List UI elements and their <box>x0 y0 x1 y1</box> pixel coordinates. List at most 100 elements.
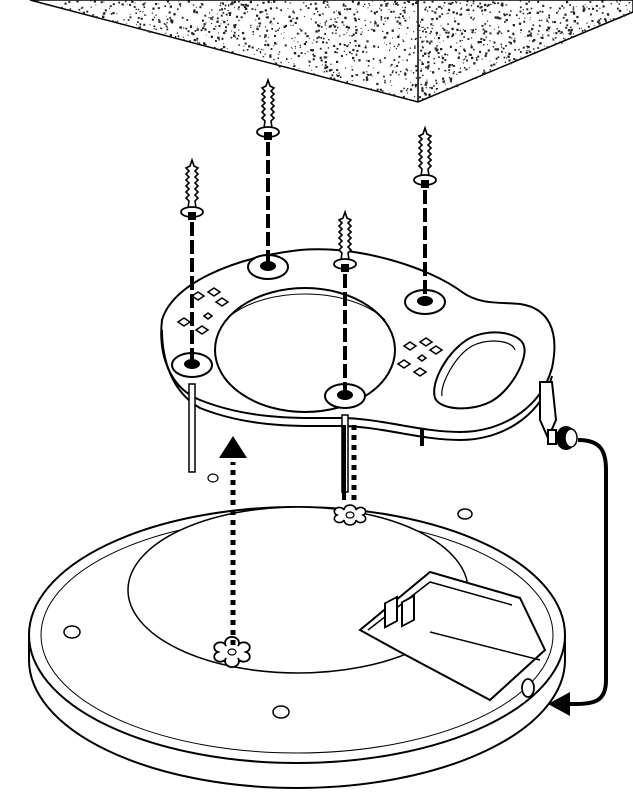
ceiling-speckle <box>220 5 222 7</box>
ceiling-speckle <box>328 6 329 7</box>
ceiling-speckle <box>320 37 322 39</box>
ceiling-speckle <box>550 27 551 28</box>
ceiling-speckle <box>332 32 334 34</box>
ceiling-speckle <box>552 21 554 23</box>
ceiling-speckle <box>407 70 408 71</box>
ceiling-speckle <box>465 70 466 71</box>
ceiling-speckle <box>94 0 96 2</box>
ceiling-speckle <box>404 20 405 21</box>
ceiling-speckle <box>443 80 445 82</box>
ceiling-speckle <box>447 30 448 31</box>
ceiling-speckle <box>471 45 472 46</box>
ceiling-speckle <box>402 7 403 8</box>
ceiling-speckle <box>463 63 464 64</box>
ceiling-speckle <box>485 31 487 33</box>
ceiling-speckle <box>424 28 426 30</box>
ceiling-speckle <box>566 1 568 3</box>
ceiling-speckle <box>432 71 434 73</box>
ceiling-speckle <box>357 3 359 5</box>
ceiling-speckle <box>83 12 85 14</box>
ceiling-speckle <box>426 40 428 42</box>
ceiling-speckle <box>425 82 427 84</box>
ceiling-speckle <box>444 5 445 6</box>
ceiling-speckle <box>467 0 469 2</box>
ceiling-speckle <box>585 4 586 5</box>
ceiling-speckle <box>484 4 486 6</box>
ceiling-speckle <box>297 33 299 35</box>
ceiling-speckle <box>473 3 474 4</box>
ceiling-speckle <box>103 13 105 15</box>
ceiling-speckle <box>123 19 124 20</box>
ceiling-speckle <box>481 6 483 8</box>
ceiling-speckle <box>451 28 453 30</box>
ceiling-speckle <box>506 14 508 16</box>
ceiling-speckle <box>266 30 268 32</box>
ceiling-speckle <box>328 39 329 40</box>
ceiling-speckle <box>241 16 243 18</box>
ceiling-speckle <box>356 9 357 10</box>
ceiling-speckle <box>510 10 512 12</box>
ceiling-speckle <box>520 29 522 31</box>
ceiling-speckle <box>318 30 320 32</box>
ceiling-speckle <box>260 53 261 54</box>
ceiling-speckle <box>582 6 584 8</box>
ceiling-speckle <box>170 6 172 8</box>
ceiling-speckle <box>561 5 563 7</box>
ceiling-speckle <box>195 30 197 32</box>
ceiling-speckle <box>226 14 228 16</box>
ceiling-speckle <box>123 5 124 6</box>
ceiling-speckle <box>113 3 115 5</box>
ceiling-speckle <box>478 41 480 43</box>
ceiling-speckle <box>351 53 352 54</box>
ceiling-speckle <box>248 45 250 47</box>
ceiling-speckle <box>373 29 375 31</box>
ceiling-speckle <box>273 45 274 46</box>
ceiling-speckle <box>493 46 495 48</box>
ceiling-speckle <box>295 46 296 47</box>
ceiling-speckle <box>494 42 496 44</box>
ceiling-speckle <box>299 33 300 34</box>
ceiling-speckle <box>480 38 482 40</box>
ceiling-speckle <box>539 11 541 13</box>
ceiling-speckle <box>322 13 324 15</box>
ceiling-speckle <box>415 86 416 87</box>
ceiling-speckle <box>263 49 264 50</box>
ceiling-speckle <box>548 22 549 23</box>
ceiling-speckle <box>211 23 212 24</box>
ceiling-speckle <box>167 0 169 2</box>
ceiling-speckle <box>333 24 335 26</box>
ceiling-speckle <box>167 27 168 28</box>
ceiling-speckle <box>335 21 336 22</box>
ceiling-speckle <box>469 14 470 15</box>
ceiling-speckle <box>242 32 244 34</box>
ceiling-speckle <box>548 15 550 17</box>
base-hole <box>458 509 472 519</box>
ceiling-speckle <box>501 51 503 53</box>
ceiling-speckle <box>290 25 291 26</box>
ceiling-speckle <box>460 35 461 36</box>
ceiling-speckle <box>340 76 342 78</box>
ceiling-speckle <box>377 25 379 27</box>
ceiling-speckle <box>497 3 499 5</box>
ceiling-speckle <box>259 25 261 27</box>
ceiling-speckle <box>215 26 216 27</box>
ceiling-speckle <box>376 11 378 13</box>
ceiling-speckle <box>318 32 319 33</box>
ceiling-speckle <box>330 77 332 79</box>
ceiling-speckle <box>439 15 441 17</box>
ceiling-speckle <box>537 12 539 14</box>
ceiling-speckle <box>436 83 438 85</box>
ceiling-speckle <box>368 60 370 62</box>
ceiling-speckle <box>471 29 472 30</box>
ceiling-speckle <box>513 24 515 26</box>
ceiling-speckle <box>437 88 438 89</box>
ceiling-speckle <box>558 11 559 12</box>
ceiling-speckle <box>324 33 326 35</box>
ceiling-speckle <box>344 44 345 45</box>
ceiling-speckle <box>338 73 339 74</box>
ceiling-speckle <box>505 45 507 47</box>
ceiling-speckle <box>199 42 201 44</box>
ceiling-speckle <box>539 42 541 44</box>
ceiling-speckle <box>169 3 170 4</box>
ceiling-speckle <box>188 1 190 3</box>
